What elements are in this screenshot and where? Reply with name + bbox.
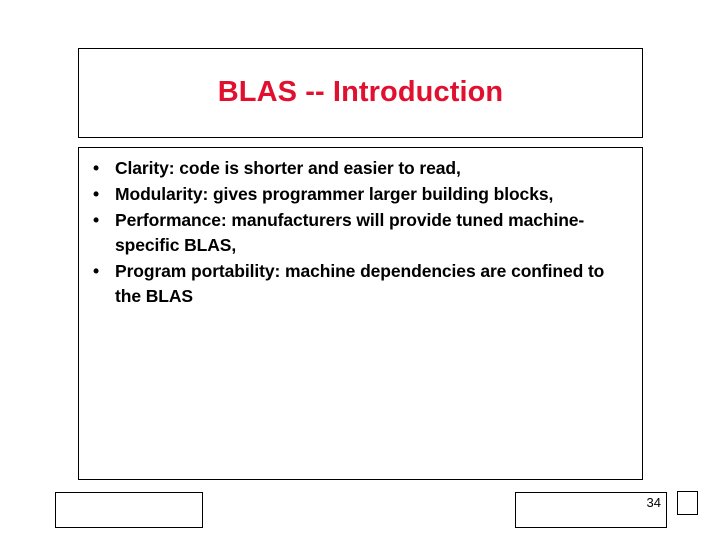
footer-right-placeholder: 34 [515, 492, 667, 528]
bullet-point-icon: • [93, 158, 100, 178]
bullet-list: • Clarity: code is shorter and easier to… [79, 156, 632, 309]
list-item-text: Performance: manufacturers will provide … [115, 210, 585, 255]
bullet-point-icon: • [93, 184, 100, 204]
list-item: • Program portability: machine dependenc… [79, 259, 632, 309]
page-number: 34 [646, 495, 661, 510]
list-item: • Performance: manufacturers will provid… [79, 208, 632, 258]
list-item-text: Modularity: gives programmer larger buil… [115, 184, 554, 204]
list-item-text: Clarity: code is shorter and easier to r… [115, 158, 461, 178]
list-item: • Modularity: gives programmer larger bu… [79, 182, 632, 207]
content-placeholder: • Clarity: code is shorter and easier to… [78, 147, 643, 480]
list-item-text: Program portability: machine dependencie… [115, 261, 605, 306]
footer-corner-placeholder [677, 491, 698, 515]
footer-left-placeholder [55, 492, 203, 528]
title-placeholder: BLAS -- Introduction [78, 48, 643, 138]
list-item: • Clarity: code is shorter and easier to… [79, 156, 632, 181]
bullet-point-icon: • [93, 261, 100, 281]
page-title: BLAS -- Introduction [217, 76, 504, 109]
bullet-point-icon: • [93, 210, 100, 230]
